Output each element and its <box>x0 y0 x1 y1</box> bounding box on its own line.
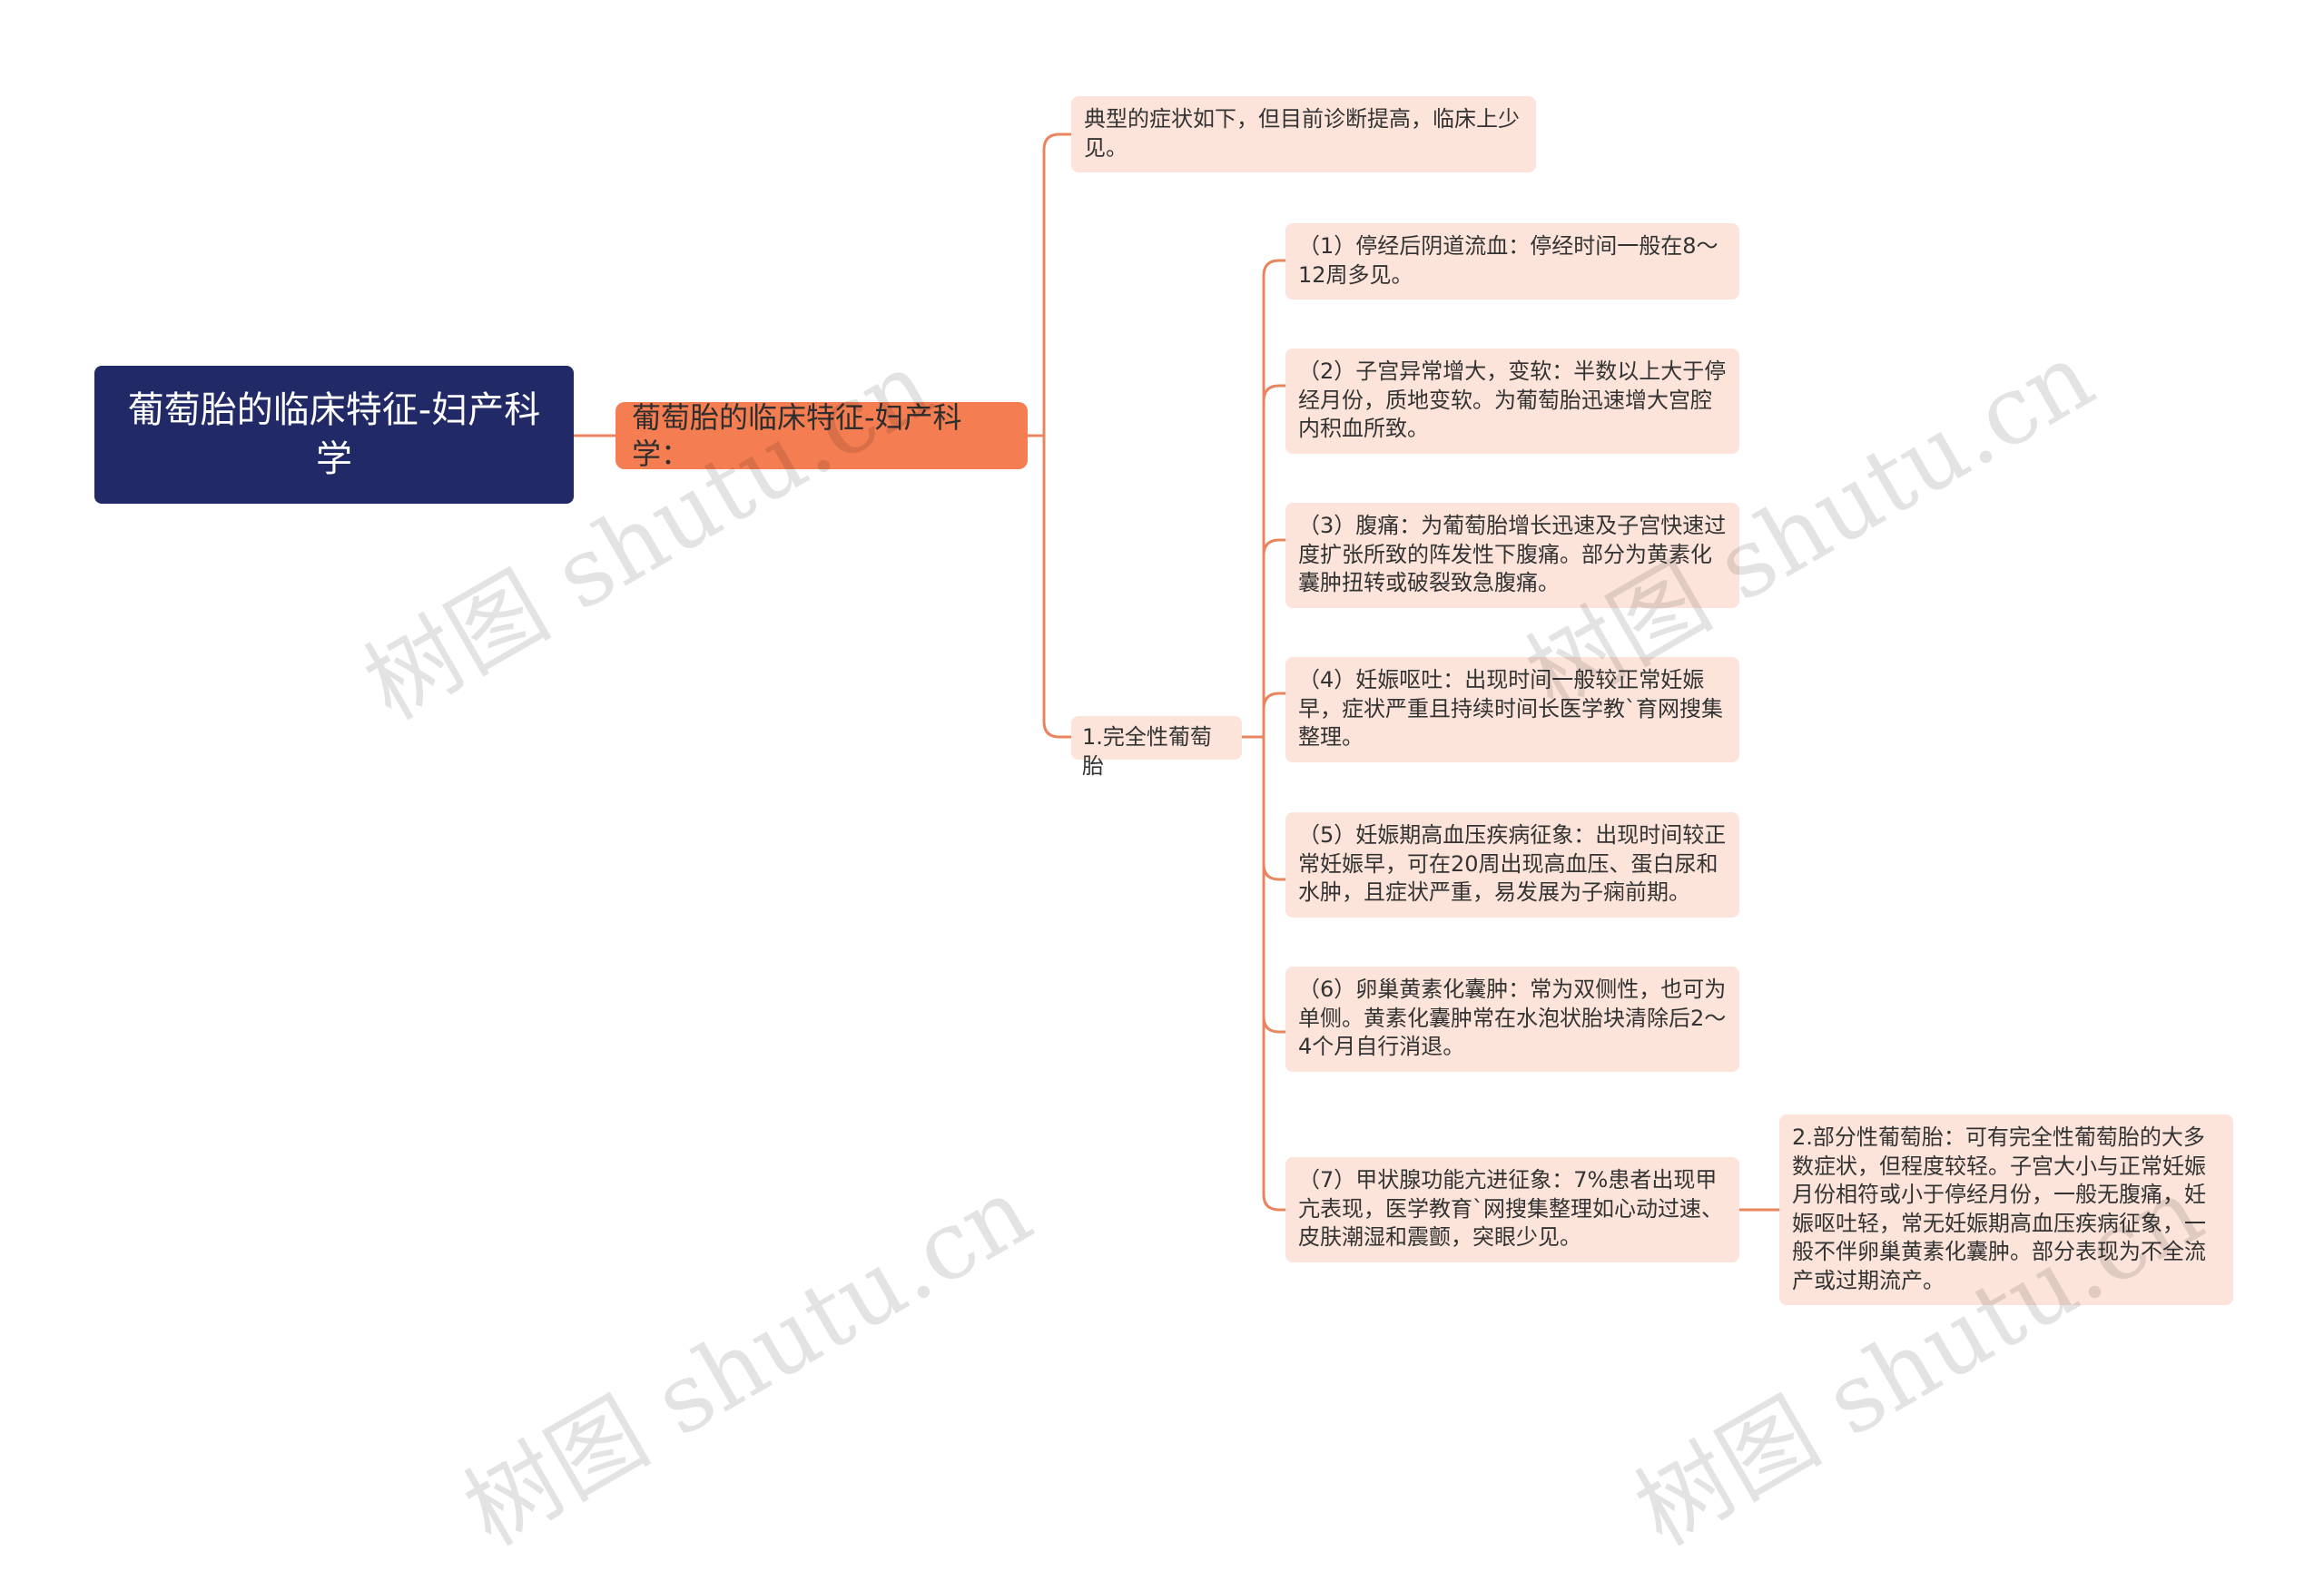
root-title: 葡萄胎的临床特征-妇产科学 <box>127 389 541 480</box>
intro-node[interactable]: 典型的症状如下，但目前诊断提高，临床上少见。 <box>1071 96 1536 172</box>
intro-text: 典型的症状如下，但目前诊断提高，临床上少见。 <box>1084 106 1520 161</box>
branch-label: 葡萄胎的临床特征-妇产科学： <box>632 400 962 471</box>
symptom-node-2[interactable]: （2）子宫异常增大，变软：半数以上大于停经月份，质地变软。为葡萄胎迅速增大宫腔内… <box>1285 349 1739 454</box>
complete-label: 1.完全性葡萄胎 <box>1082 724 1212 779</box>
symptom-text: （7）甲状腺功能亢进征象：7%患者出现甲亢表现，医学教育`网搜集整理如心动过速、… <box>1298 1167 1723 1250</box>
root-node[interactable]: 葡萄胎的临床特征-妇产科学 <box>94 366 574 504</box>
edge-item-5 <box>1262 737 1285 881</box>
symptom-text: （5）妊娠期高血压疾病征象：出现时间较正常妊娠早，可在20周出现高血压、蛋白尿和… <box>1298 822 1727 905</box>
complete-node[interactable]: 1.完全性葡萄胎 <box>1071 716 1242 779</box>
edge-item-3 <box>1262 538 1285 556</box>
symptom-node-4[interactable]: （4）妊娠呕吐：出现时间一般较正常妊娠早，症状严重且持续时间长医学教`育网搜集整… <box>1285 657 1739 762</box>
edge-item-6 <box>1262 864 1285 1034</box>
symptom-node-7[interactable]: （7）甲状腺功能亢进征象：7%患者出现甲亢表现，医学教育`网搜集整理如心动过速、… <box>1285 1157 1739 1262</box>
edge-item-4 <box>1262 692 1285 710</box>
symptom-node-1[interactable]: （1）停经后阴道流血：停经时间一般在8～12周多见。 <box>1285 223 1739 299</box>
edge-item-2 <box>1262 384 1285 402</box>
symptom-text: （2）子宫异常增大，变软：半数以上大于停经月份，质地变软。为葡萄胎迅速增大宫腔内… <box>1298 358 1727 441</box>
partial-text: 2.部分性葡萄胎：可有完全性葡萄胎的大多数症状，但程度较轻。子宫大小与正常妊娠月… <box>1792 1124 2206 1293</box>
symptom-text: （6）卵巢黄素化囊肿：常为双侧性，也可为单侧。黄素化囊肿常在水泡状胎块清除后2～… <box>1298 977 1727 1059</box>
partial-node[interactable]: 2.部分性葡萄胎：可有完全性葡萄胎的大多数症状，但程度较轻。子宫大小与正常妊娠月… <box>1779 1114 2233 1305</box>
edge-item-7 <box>1262 1016 1285 1212</box>
edge-trunk-complete <box>1042 436 1071 739</box>
edge-item-1 <box>1262 259 1285 737</box>
symptom-text: （4）妊娠呕吐：出现时间一般较正常妊娠早，症状严重且持续时间长医学教`育网搜集整… <box>1298 667 1723 750</box>
edge-trunk-intro <box>1042 133 1071 436</box>
connector-lines <box>574 133 1779 1212</box>
symptom-node-5[interactable]: （5）妊娠期高血压疾病征象：出现时间较正常妊娠早，可在20周出现高血压、蛋白尿和… <box>1285 812 1739 918</box>
symptom-text: （3）腹痛：为葡萄胎增长迅速及子宫快速过度扩张所致的阵发性下腹痛。部分为黄素化囊… <box>1298 513 1727 595</box>
mind-map-canvas: 葡萄胎的临床特征-妇产科学 葡萄胎的临床特征-妇产科学： 典型的症状如下，但目前… <box>94 96 2233 1566</box>
symptom-node-3[interactable]: （3）腹痛：为葡萄胎增长迅速及子宫快速过度扩张所致的阵发性下腹痛。部分为黄素化囊… <box>1285 503 1739 608</box>
symptom-node-6[interactable]: （6）卵巢黄素化囊肿：常为双侧性，也可为单侧。黄素化囊肿常在水泡状胎块清除后2～… <box>1285 967 1739 1072</box>
symptom-text: （1）停经后阴道流血：停经时间一般在8～12周多见。 <box>1298 233 1718 288</box>
branch-node[interactable]: 葡萄胎的临床特征-妇产科学： <box>615 400 1028 471</box>
